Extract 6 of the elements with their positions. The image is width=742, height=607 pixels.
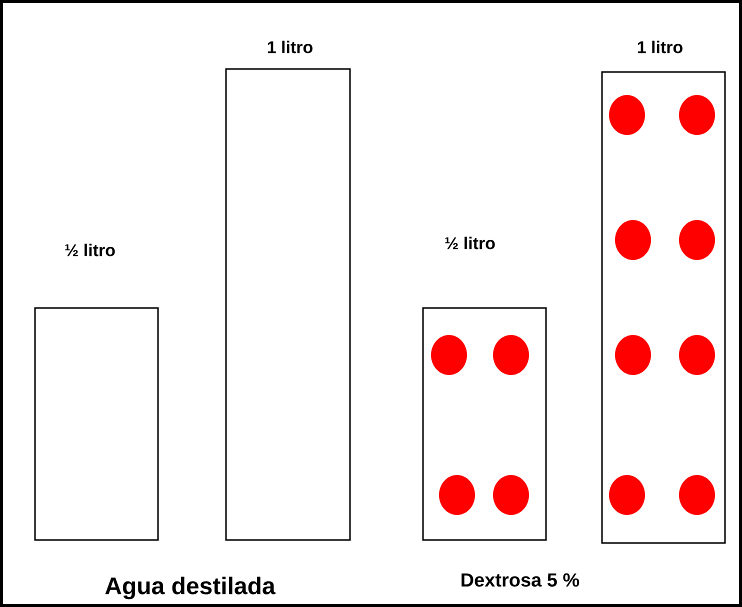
volume-label: 1 litro [268, 40, 312, 54]
volume-label: ½ litro [445, 236, 495, 250]
volume-label: ½ litro [65, 244, 115, 256]
caption: Dextrosa 5 % [462, 573, 580, 587]
volume-label: 1 litro [638, 40, 682, 54]
caption: Agua destilada [105, 576, 276, 600]
